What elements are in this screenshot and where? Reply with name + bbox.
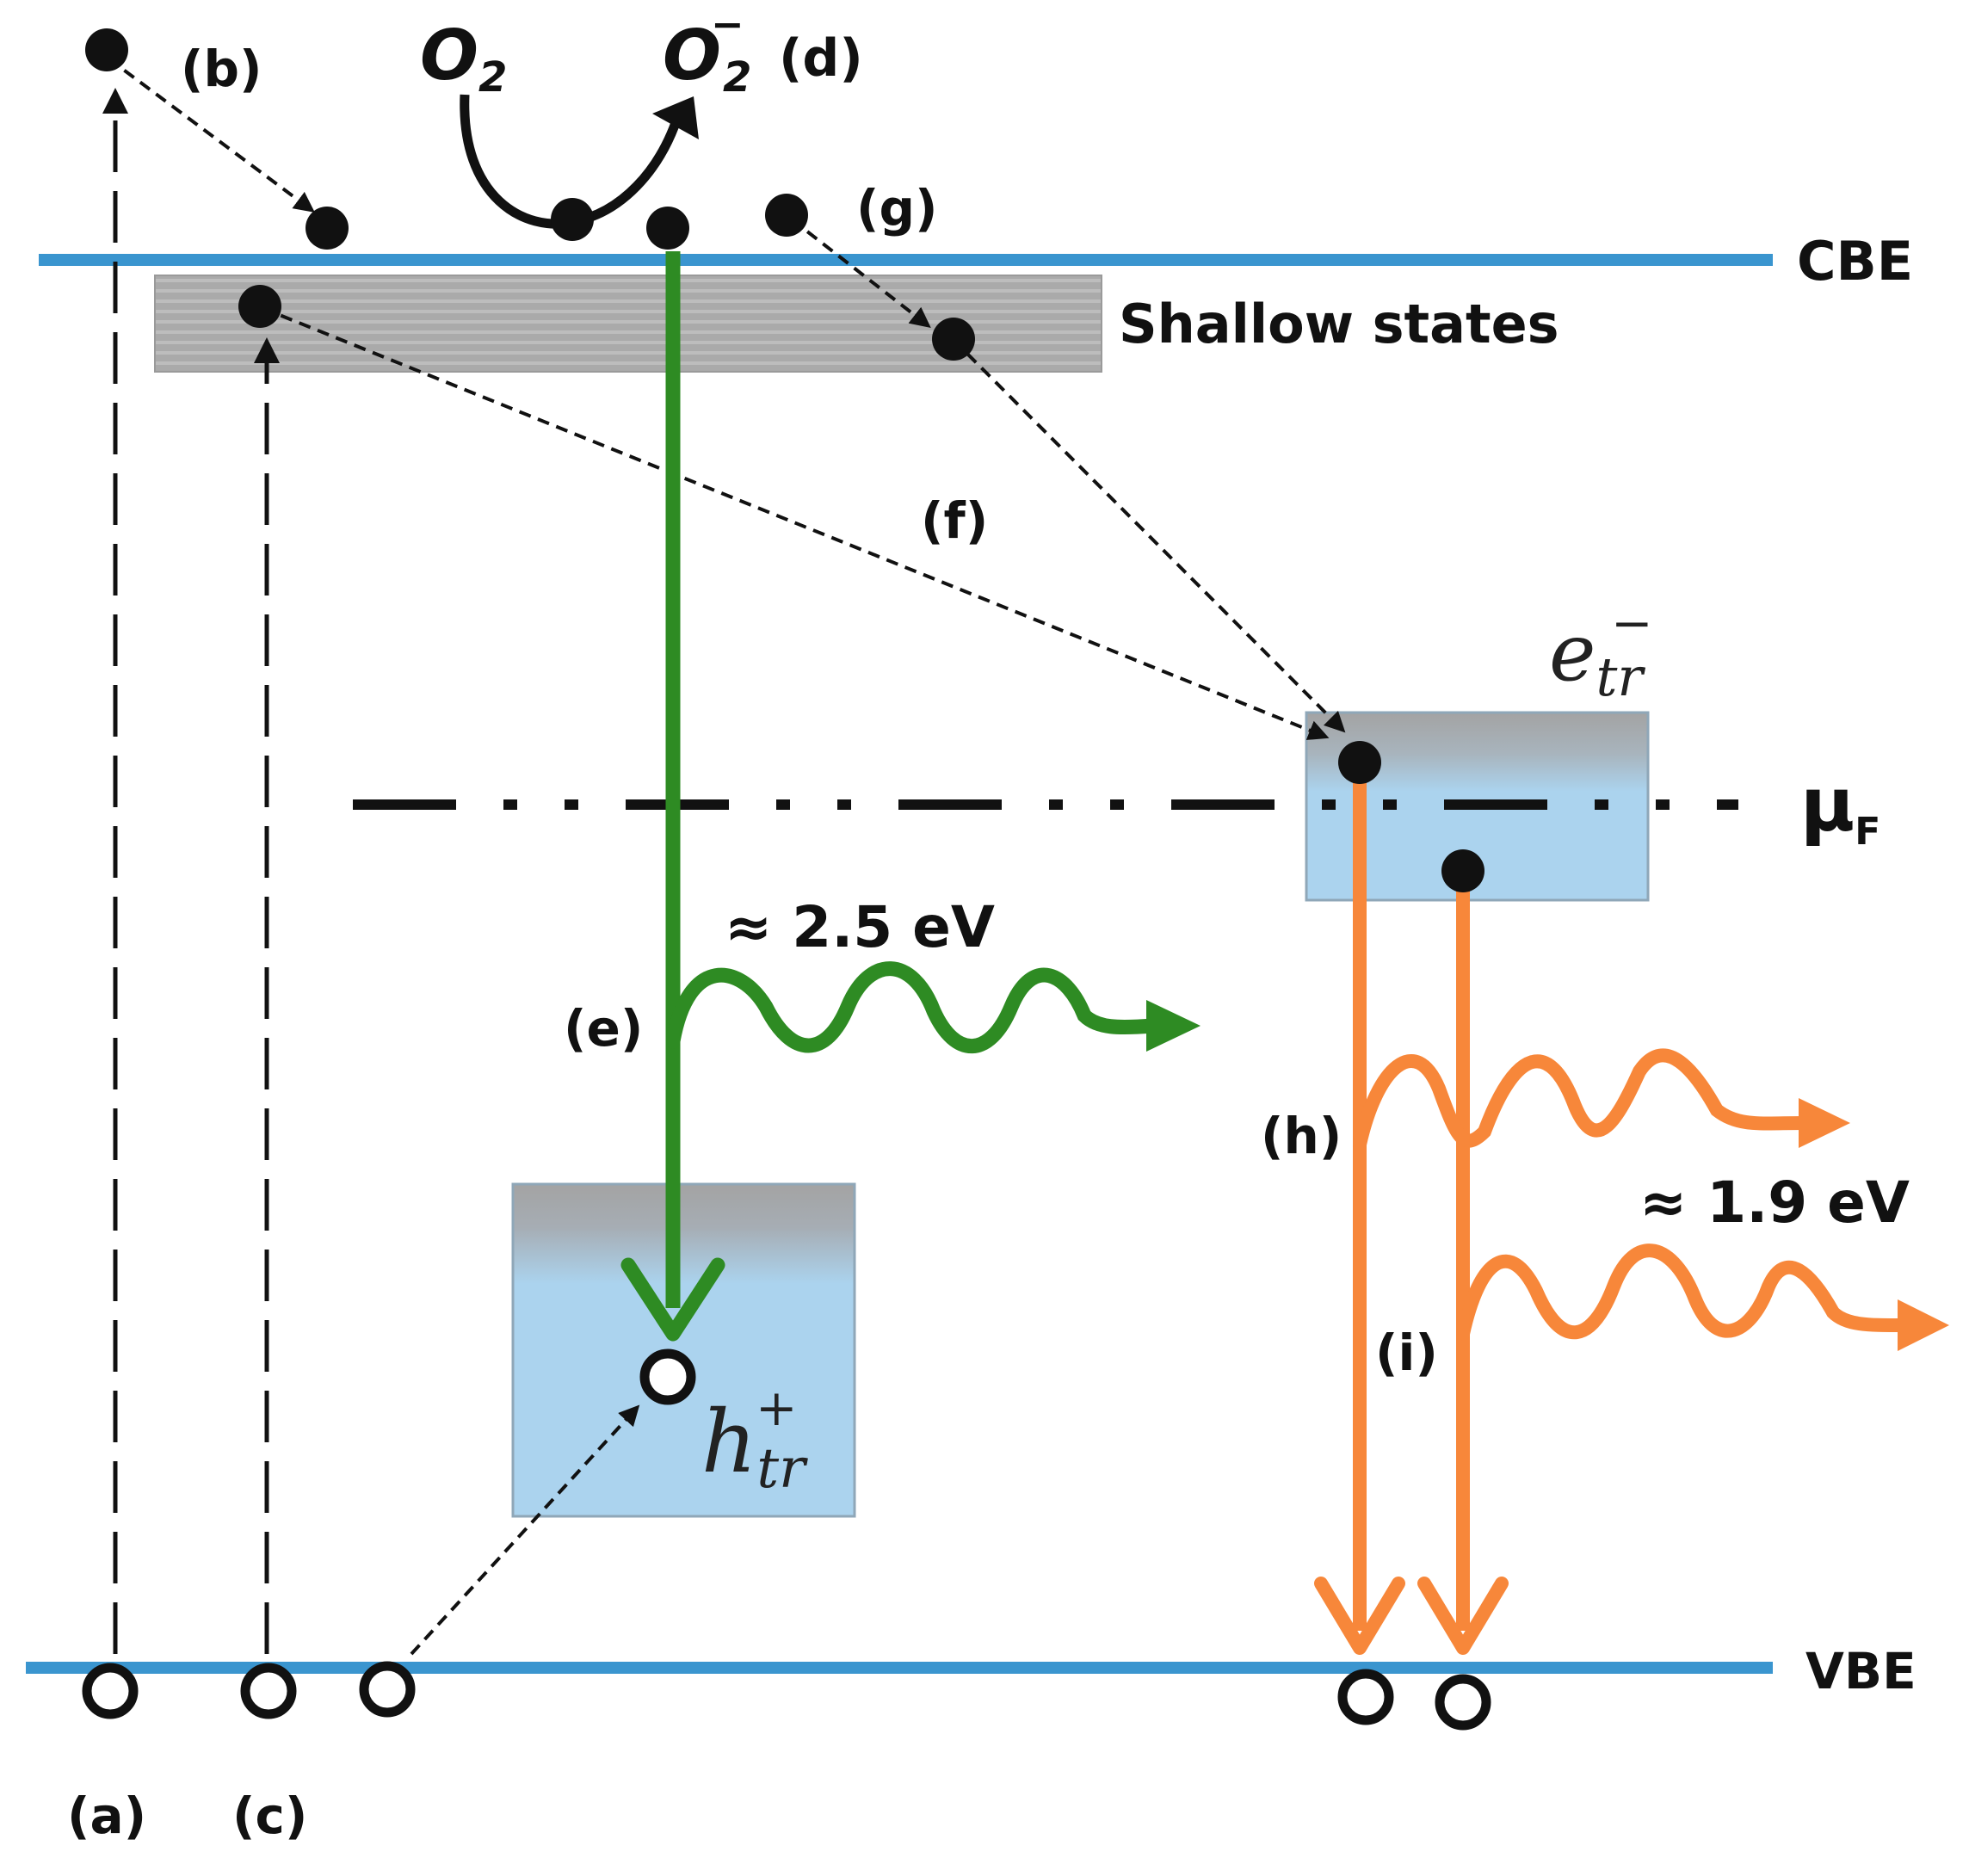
- green-photon-wave: [665, 961, 1161, 1054]
- hole-vbe-a: [82, 1663, 139, 1719]
- fermi-level-subscript: F: [1855, 810, 1880, 854]
- hole-vbe-3: [359, 1661, 416, 1718]
- orange-photon-h-wave: [1353, 1048, 1810, 1151]
- fermi-level-mu: μ: [1800, 762, 1855, 849]
- hole-vbe-i: [1435, 1674, 1491, 1731]
- orange-photon-i-wave: [1456, 1243, 1909, 1341]
- green-transition-arrowhead: [620, 1257, 725, 1342]
- orange-photon-h-arrowhead: [1799, 1098, 1850, 1148]
- orange-transition-i-arrowhead: [1417, 1577, 1509, 1655]
- oxygen-symbol: O: [420, 15, 478, 96]
- label-f: (f): [921, 491, 988, 550]
- electron-trap-symbol: e: [1549, 607, 1596, 699]
- hole-trap-superscript: +: [756, 1379, 798, 1437]
- electron-trap-superscript: −: [1611, 594, 1653, 652]
- trapping-g-arrow: [790, 218, 931, 328]
- hole-trap-box: [511, 1182, 856, 1518]
- electron-hot: [85, 28, 128, 71]
- orange-transition-h-arrowhead: [1314, 1577, 1405, 1655]
- label-a: (a): [67, 1787, 146, 1845]
- oxygen-reduction-arrowhead: [652, 96, 699, 139]
- cbe-label: CBE: [1797, 230, 1913, 293]
- electron-cbe-3: [646, 207, 689, 250]
- label-h: (h): [1261, 1107, 1342, 1165]
- electron-shallow-1: [238, 285, 281, 328]
- hole-trapped: [639, 1348, 696, 1405]
- label-c: (c): [232, 1787, 307, 1845]
- vbe-label: VBE: [1805, 1642, 1917, 1700]
- transfer-f-arrow-1: [262, 306, 1330, 740]
- electron-shallow-2: [932, 318, 975, 361]
- hole-vbe-c: [240, 1663, 297, 1719]
- orange-energy-label: ≈ 1.9 eV: [1639, 1169, 1910, 1236]
- oxygen-subscript: 2: [478, 53, 507, 102]
- label-e: (e): [564, 999, 643, 1058]
- transfer-f-arrow-2: [952, 338, 1346, 733]
- orange-photon-i-arrowhead: [1898, 1299, 1949, 1351]
- label-i: (i): [1375, 1324, 1438, 1382]
- hole-trap-subscript: tr: [756, 1437, 808, 1501]
- electron-trap-label: etr−: [1549, 594, 1653, 708]
- electron-cbe-4: [765, 194, 808, 237]
- hole-trap-symbol: h: [701, 1392, 756, 1492]
- relaxation-b-arrow: [107, 57, 315, 213]
- oxygen-label: O2: [420, 15, 507, 102]
- label-b: (b): [181, 40, 262, 98]
- shallow-states-label: Shallow states: [1119, 293, 1559, 355]
- electron-trap-subscript: tr: [1596, 645, 1645, 708]
- electron-trap-2: [1441, 849, 1484, 892]
- hole-trapping-arrow: [410, 1404, 640, 1656]
- superoxide-label: O2 −: [663, 1, 751, 102]
- electron-trap-1: [1338, 741, 1381, 784]
- green-energy-label: ≈ 2.5 eV: [725, 894, 995, 960]
- superoxide-symbol: O: [663, 15, 721, 96]
- green-photon-arrowhead: [1146, 1000, 1201, 1052]
- hole-trap-label: htr+: [701, 1379, 808, 1501]
- electron-cbe-1: [306, 207, 349, 250]
- superoxide-superscript: −: [711, 1, 744, 47]
- electron-cbe-2: [551, 198, 594, 241]
- fermi-level-label: μF: [1800, 762, 1880, 854]
- superoxide-subscript: 2: [723, 53, 751, 102]
- label-g: (g): [856, 179, 938, 238]
- hole-vbe-h: [1337, 1669, 1394, 1725]
- label-d: (d): [779, 28, 863, 89]
